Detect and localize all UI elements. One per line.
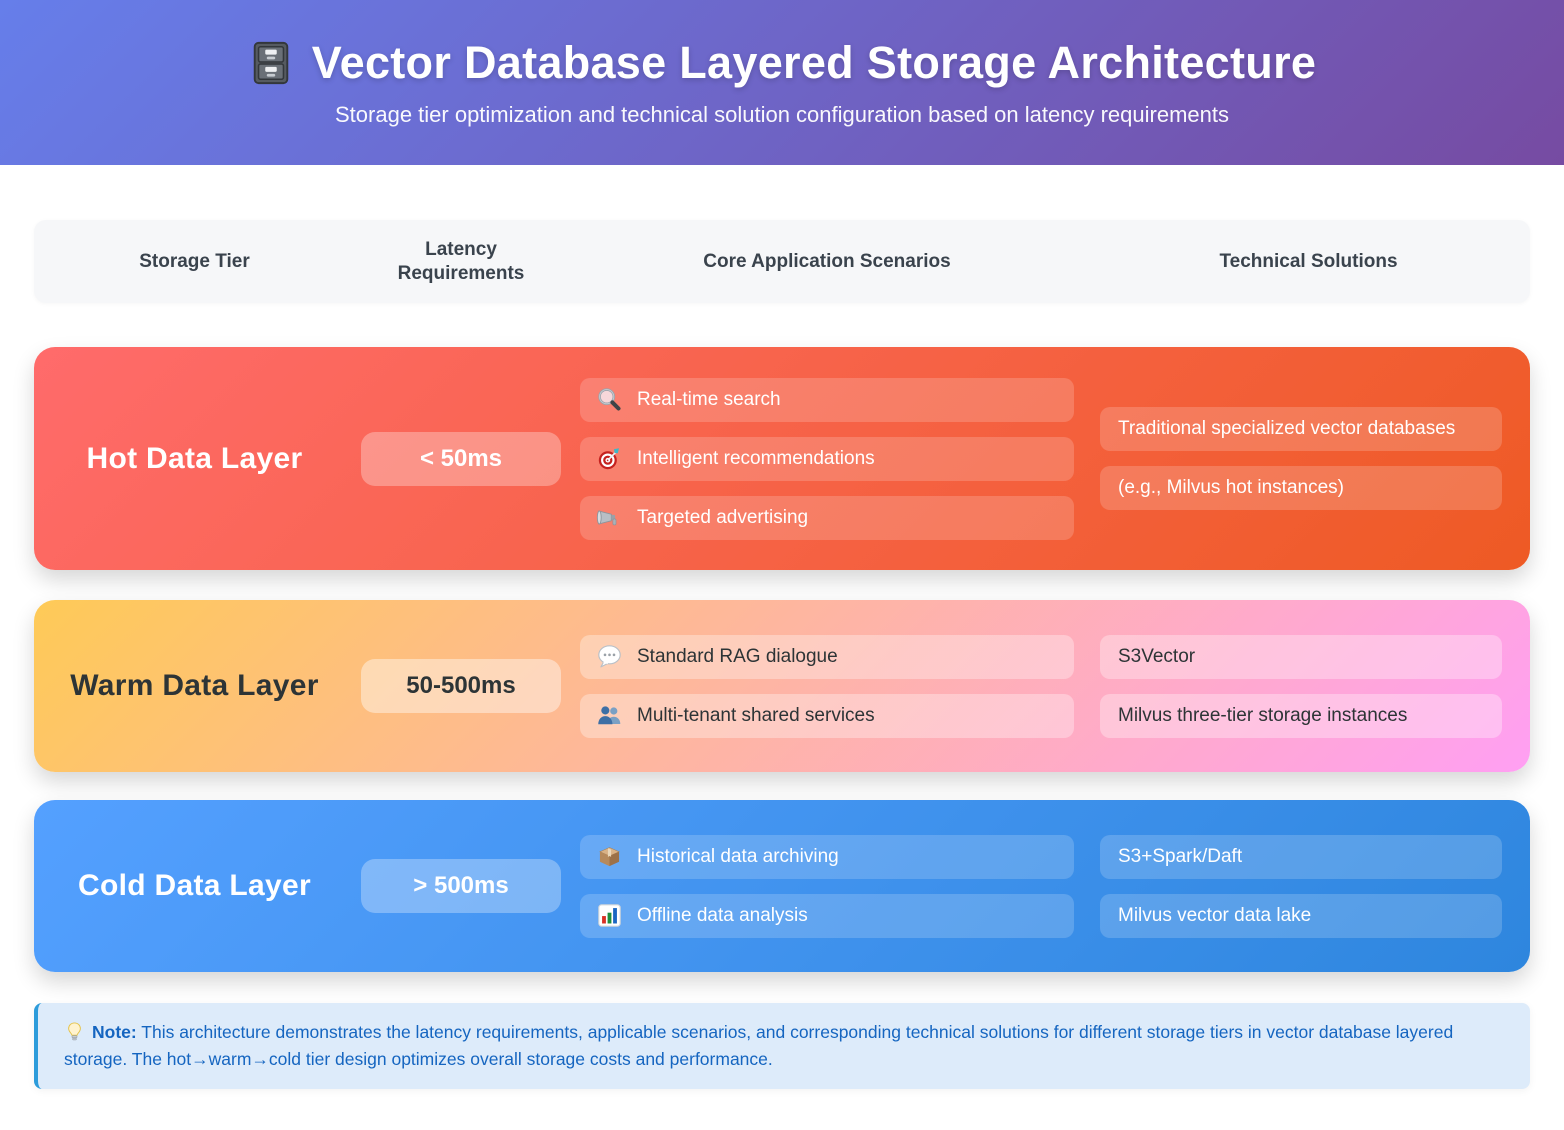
note-box: Note: This architecture demonstrates the… [34,1003,1530,1090]
solution-list: S3+Spark/Daft Milvus vector data lake [1087,834,1530,938]
light-bulb-icon [64,1021,85,1042]
solution-list: S3Vector Milvus three-tier storage insta… [1087,634,1530,738]
bar-chart-icon [596,902,623,929]
scenario-label: Historical data archiving [637,845,839,867]
scenario-list: Real-time search Intelligent recommendat… [567,377,1087,540]
scenario-label: Targeted advertising [637,506,809,528]
note-label: Note: [92,1022,137,1042]
tier-name: Warm Data Layer [70,669,319,702]
file-cabinet-icon [248,39,294,87]
scenario-label: Multi-tenant shared services [637,704,875,726]
scenario-pill: Standard RAG dialogue [580,634,1074,679]
solution-pill: S3+Spark/Daft [1100,834,1502,879]
scenario-label: Offline data analysis [637,904,808,926]
scenario-label: Intelligent recommendations [637,447,875,469]
magnifier-icon [596,386,623,413]
users-icon [596,702,623,729]
content-area: Storage Tier Latency Requirements Core A… [34,220,1530,1090]
scenario-list: Historical data archiving Offline data a… [567,834,1087,938]
column-header-storage-tier: Storage Tier [139,250,250,272]
package-icon [596,843,623,870]
column-header-technical-solutions: Technical Solutions [1219,250,1398,272]
tier-row-cold: Cold Data Layer > 500ms Historical data … [34,800,1530,972]
page-header: Vector Database Layered Storage Architec… [0,0,1564,165]
latency-badge: > 500ms [361,859,561,913]
solution-pill: (e.g., Milvus hot instances) [1100,466,1502,510]
page-title: Vector Database Layered Storage Architec… [311,37,1317,88]
latency-badge: 50-500ms [361,659,561,713]
tier-name: Hot Data Layer [86,441,303,475]
scenario-pill: Real-time search [580,377,1074,422]
target-icon [596,445,623,472]
column-header-core-application-scenarios: Core Application Scenarios [703,250,951,272]
tier-row-warm: Warm Data Layer 50-500ms Standard RAG di… [34,600,1530,772]
megaphone-icon [596,504,623,531]
note-text: This architecture demonstrates the laten… [64,1022,1454,1070]
scenario-pill: Targeted advertising [580,495,1074,540]
column-header-latency-requirements: Latency Requirements [397,238,525,284]
scenario-pill: Historical data archiving [580,834,1074,879]
speech-balloon-icon [596,643,623,670]
page-subtitle: Storage tier optimization and technical … [335,102,1229,127]
latency-badge: < 50ms [361,431,561,486]
solution-list: Traditional specialized vector databases… [1087,407,1530,510]
scenario-label: Standard RAG dialogue [637,645,838,667]
tier-row-hot: Hot Data Layer < 50ms Real-time search I… [34,347,1530,570]
scenario-label: Real-time search [637,388,781,410]
scenario-pill: Multi-tenant shared services [580,693,1074,738]
scenario-pill: Offline data analysis [580,893,1074,938]
solution-pill: Traditional specialized vector databases [1100,407,1502,451]
solution-pill: S3Vector [1100,634,1502,679]
scenario-pill: Intelligent recommendations [580,436,1074,481]
table-header-row: Storage Tier Latency Requirements Core A… [34,220,1530,303]
solution-pill: Milvus three-tier storage instances [1100,693,1502,738]
tier-name: Cold Data Layer [78,869,311,902]
solution-pill: Milvus vector data lake [1100,893,1502,938]
scenario-list: Standard RAG dialogue Multi-tenant share… [567,634,1087,738]
